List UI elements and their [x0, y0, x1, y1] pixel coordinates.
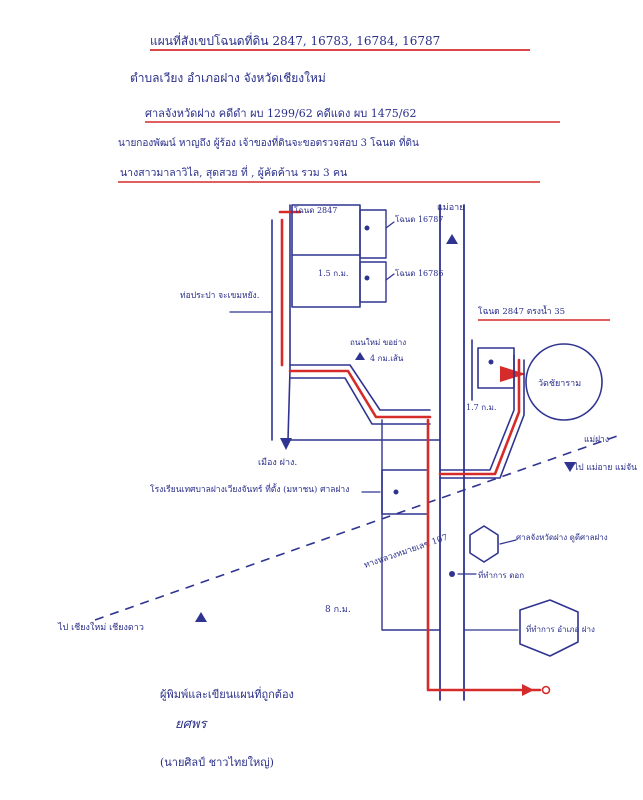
label-office-3: ที่ทำการ อำเภอ ฝาง — [526, 623, 595, 634]
road-diag-1 — [439, 354, 515, 471]
signature-title: ผู้พิมพ์และเขียนแผนที่ถูกต้อง — [160, 686, 294, 701]
label-river-mae-ai: แม่อาย — [437, 203, 464, 213]
route-red-bottom — [426, 418, 542, 692]
header-line-5: นางสาวมาลาวิไล, สุดสวย ที่ , ผู้คัดค้าน … — [120, 165, 347, 179]
label-office-1: ศาลจังหวัดฝาง ดูดีศาลฝาง — [516, 533, 608, 543]
label-school: โรงเรียนเทศบาลฝางเวียงจันทร์ ที่ตั้ง (มห… — [150, 483, 349, 495]
route-red-right — [438, 358, 521, 476]
temple-circle — [525, 343, 603, 421]
red-arrow-temple — [500, 366, 526, 382]
label-temple: วัดชัยาราม — [538, 379, 581, 389]
label-office-2: ที่ทำการ ดอก — [478, 569, 524, 580]
highway-107 — [94, 434, 621, 621]
parcel-16786 — [359, 261, 387, 303]
school-box — [381, 469, 429, 515]
school-dot — [393, 489, 399, 495]
signature-name: (นายศิลป์ ชาวไทยใหญ่) — [160, 756, 274, 769]
label-road-107: ทางหลวงหมายเลข 107 — [363, 533, 450, 571]
parcel-dot-3 — [488, 359, 494, 365]
route-end-arrow — [522, 684, 534, 696]
road-curve-1 — [289, 364, 431, 411]
marker-triangle-right — [564, 462, 576, 472]
header-line-1: แผนที่สังเขปโฉนดที่ดิน 2847, 16783, 1678… — [150, 32, 440, 48]
office-arrow-1 — [499, 539, 517, 545]
office-hex-3 — [519, 599, 579, 657]
route-end-dot — [541, 685, 551, 695]
label-chanot-16786: โฉนด 16786 — [395, 268, 443, 278]
marker-triangle-left — [280, 438, 292, 450]
label-dist-8km: 8 ก.ม. — [325, 605, 351, 615]
parcel-box — [291, 204, 361, 308]
office-hex-1 — [469, 525, 499, 563]
signature-mark: ยศพร — [175, 717, 208, 732]
label-chanot-2847-right: โฉนด 2847 ตรงน้ำ 35 — [478, 305, 565, 317]
marker-triangle-top — [446, 234, 458, 244]
parcel-dot-2 — [364, 275, 370, 281]
label-to-chiangmai: ไป เชียงใหม่ เชียงดาว — [57, 622, 144, 633]
label-pipe: ท่อประปา จะเขมหยัง. — [180, 291, 259, 301]
label-chanot-16787: โฉนด 16787 — [395, 214, 443, 224]
header-line-2: ตำบลเวียง อำเภอฝาง จังหวัดเชียงใหม่ — [130, 71, 326, 85]
label-dist-1-7: 1.7 ก.ม. — [466, 403, 496, 412]
parcel-dot-1 — [364, 225, 370, 231]
parcel-16787 — [359, 209, 387, 259]
parcel-2847-right — [477, 347, 515, 389]
road-8km — [381, 419, 441, 631]
label-new-road: ถนนใหม่ ขอย่าง — [350, 338, 406, 347]
road-left-2 — [287, 204, 291, 441]
road-curve-2 — [289, 377, 431, 425]
marker-triangle-mid — [355, 352, 365, 360]
label-to-mae-ai: ไป แม่อาย แม่จัน — [573, 462, 637, 473]
label-river-fang: แม่ฝาง — [584, 435, 609, 445]
road-diag-2 — [439, 359, 525, 479]
label-distance-4km: 4 กม.เส้น — [370, 354, 404, 363]
marker-triangle-bottom — [195, 612, 207, 622]
label-chanot-2847-top: โฉนด 2847 — [294, 205, 337, 215]
parcel-arrows — [385, 221, 395, 281]
label-road-width: 1.5 ก.ม. — [318, 269, 348, 278]
route-red-curve — [288, 369, 432, 419]
header-line-3: ศาลจังหวัดฝาง คดีดำ ผบ 1299/62 คดีแดง ผบ… — [145, 107, 416, 120]
office-dot-2 — [449, 571, 455, 577]
label-fang-town: เมือง ฝาง. — [258, 457, 297, 468]
header-line-4: นายกองพัฒน์ หาญถึง ผู้ร้อง เจ้าของที่ดิน… — [118, 135, 419, 149]
